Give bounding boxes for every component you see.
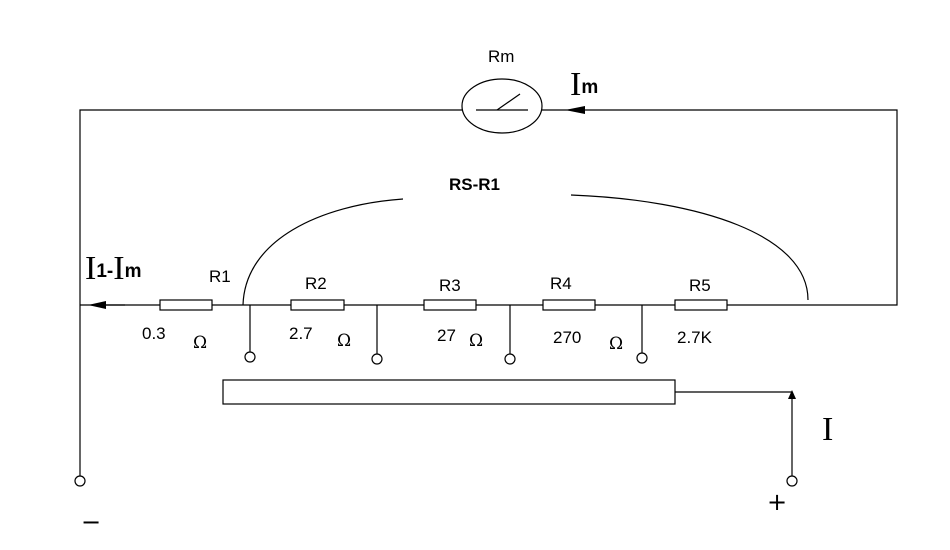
tap-terminal-4 (636, 352, 648, 364)
tap-terminal-1 (244, 351, 256, 363)
input-current-arrow-icon (788, 390, 796, 399)
span-label: RS-R1 (449, 175, 500, 194)
span-arc-left (242, 198, 404, 306)
meter-current-label: Im (570, 66, 598, 103)
resistor-unit-r1: Ω (193, 333, 207, 353)
resistor-r5 (674, 299, 728, 311)
resistor-value-r5: 2.7K (677, 328, 713, 347)
span-arc-right (570, 194, 809, 301)
resistor-value-r4: 270 (553, 328, 581, 347)
meter-label: Rm (488, 47, 514, 66)
terminals (74, 351, 798, 487)
resistor-bodies (159, 299, 728, 311)
top-right-wire (542, 109, 898, 306)
wires (79, 109, 898, 476)
tap-terminal-2 (371, 353, 383, 365)
resistor-r3 (423, 299, 477, 311)
negative-terminal (74, 475, 86, 487)
resistor-r2 (290, 299, 345, 311)
meter-needle-icon (496, 93, 521, 111)
span-arcs (242, 194, 809, 306)
selector-bar (222, 379, 676, 405)
resistor-name-r3: R3 (439, 276, 461, 295)
resistor-unit-r3: Ω (469, 331, 483, 351)
resistor-name-r4: R4 (550, 274, 572, 293)
top-left-wire (79, 109, 462, 305)
input-current-label: I (822, 411, 833, 448)
positive-sign: + (767, 488, 787, 516)
tap-terminal-3 (504, 353, 516, 365)
resistor-r1 (159, 299, 213, 311)
resistor-value-r3: 27 (437, 326, 456, 345)
resistor-value-r2: 2.7 (289, 324, 313, 343)
resistor-name-r2: R2 (305, 274, 327, 293)
meter-current-arrow-icon (565, 106, 585, 114)
resistor-name-r1: R1 (209, 267, 231, 286)
negative-sign: − (81, 508, 101, 536)
branch-current-label: I1-Im (85, 250, 141, 287)
resistor-names: R1 R2 R3 R4 R5 (209, 267, 711, 295)
resistor-unit-r4: Ω (609, 334, 623, 354)
resistor-name-r5: R5 (689, 276, 711, 295)
meter: Rm (461, 47, 543, 134)
input-lead-wire (675, 391, 793, 476)
resistor-r4 (542, 299, 596, 311)
resistor-value-r1: 0.3 (142, 324, 166, 343)
resistor-values: 0.3 Ω 2.7 Ω 27 Ω 270 Ω 2.7K (142, 324, 713, 354)
branch-current-arrow-icon (88, 301, 106, 309)
resistor-unit-r2: Ω (337, 331, 351, 351)
arrows (88, 106, 796, 399)
positive-terminal (786, 475, 798, 487)
